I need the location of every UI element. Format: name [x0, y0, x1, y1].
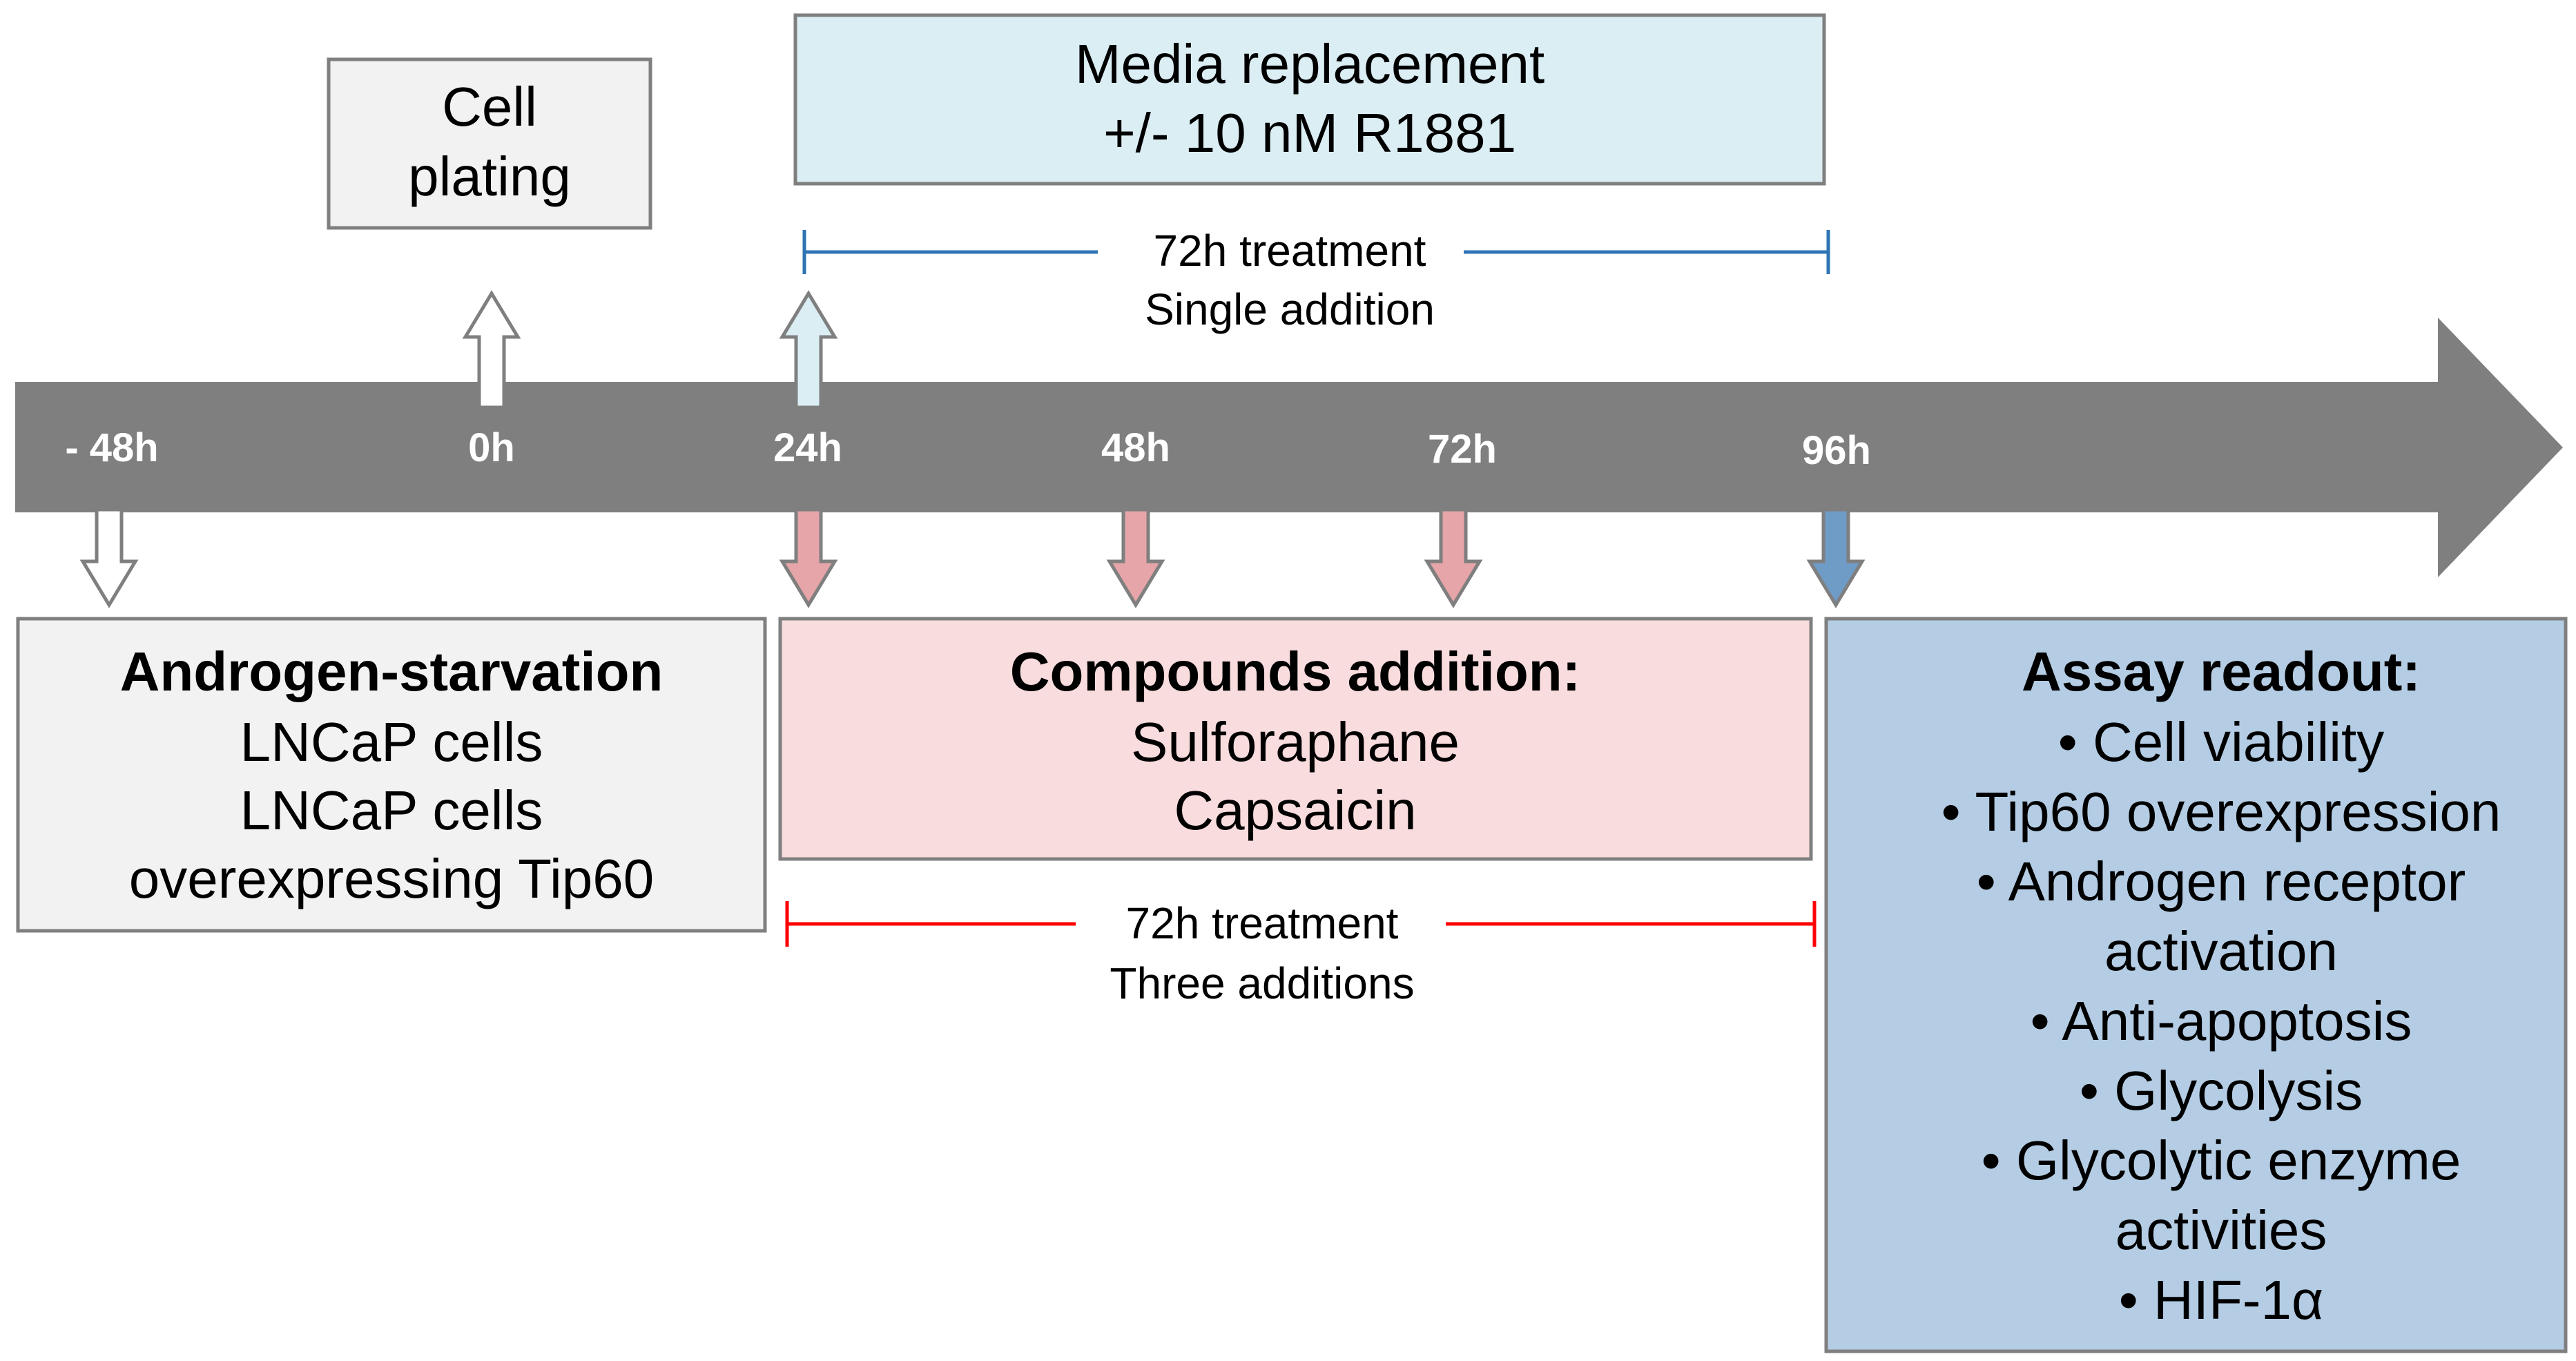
androgen-starvation-title: Androgen-starvation — [120, 641, 664, 702]
tick-48h: 48h — [1101, 425, 1170, 470]
androgen-starvation-box — [16, 617, 767, 933]
tick-24h: 24h — [773, 425, 842, 470]
assay-readout-item: • Cell viability — [2058, 711, 2385, 773]
media-replacement-box — [793, 13, 1826, 186]
single-addition-span — [802, 230, 1830, 274]
tick-72h: 72h — [1428, 427, 1497, 472]
androgen-starvation-line-3: overexpressing Tip60 — [129, 848, 654, 909]
assay-readout-item: activation — [2104, 920, 2338, 982]
assay-readout-item: • Anti-apoptosis — [2031, 990, 2412, 1052]
assay-readout-item: • Androgen receptor — [1977, 851, 2466, 912]
assay-readout-item: • Glycolytic enzyme — [1982, 1130, 2461, 1191]
down-arrow-96h — [1806, 508, 1866, 608]
assay-readout-item: activities — [2115, 1199, 2327, 1261]
cell-plating-line-2: plating — [408, 146, 571, 207]
single-span-line-1: 72h treatment — [1154, 226, 1426, 276]
three-additions-span — [785, 901, 1817, 947]
compounds-addition-title: Compounds addition: — [1010, 641, 1581, 702]
compounds-addition-box — [778, 617, 1813, 861]
androgen-starvation-line-1: LNCaP cells — [240, 711, 543, 773]
down-arrow-72h — [1424, 508, 1483, 608]
cell-plating-line-1: Cell — [442, 76, 537, 137]
cell-plating-box — [327, 57, 652, 230]
down-arrow-48h — [1106, 508, 1165, 608]
down-arrow-24h — [779, 508, 838, 608]
androgen-starvation-line-2: LNCaP cells — [240, 780, 543, 841]
up-arrow-0h — [462, 290, 521, 409]
compounds-line-1: Sulforaphane — [1131, 711, 1460, 773]
assay-readout-item: • HIF-1α — [2119, 1269, 2323, 1331]
assay-readout-list: • Cell viability • Tip60 overexpression • … — [1941, 711, 2501, 1331]
single-span-line-2: Single addition — [1145, 284, 1435, 334]
tick-minus-48h: - 48h — [65, 425, 158, 470]
assay-readout-box — [1824, 617, 2568, 1353]
down-arrow-minus-48h — [79, 508, 139, 608]
three-span-line-1: 72h treatment — [1126, 898, 1399, 948]
assay-readout-item: • Tip60 overexpression — [1941, 781, 2501, 842]
compounds-line-2: Capsaicin — [1174, 780, 1416, 841]
tick-0h: 0h — [468, 425, 515, 470]
media-replacement-line-1: Media replacement — [1075, 33, 1544, 95]
up-arrow-24h — [779, 290, 838, 409]
three-span-line-2: Three additions — [1110, 958, 1414, 1008]
timeline-arrow — [15, 318, 2563, 577]
assay-readout-title: Assay readout: — [2022, 641, 2421, 702]
assay-readout-item: • Glycolysis — [2080, 1060, 2363, 1121]
media-replacement-line-2: +/- 10 nM R1881 — [1103, 102, 1516, 164]
tick-96h: 96h — [1802, 428, 1871, 473]
